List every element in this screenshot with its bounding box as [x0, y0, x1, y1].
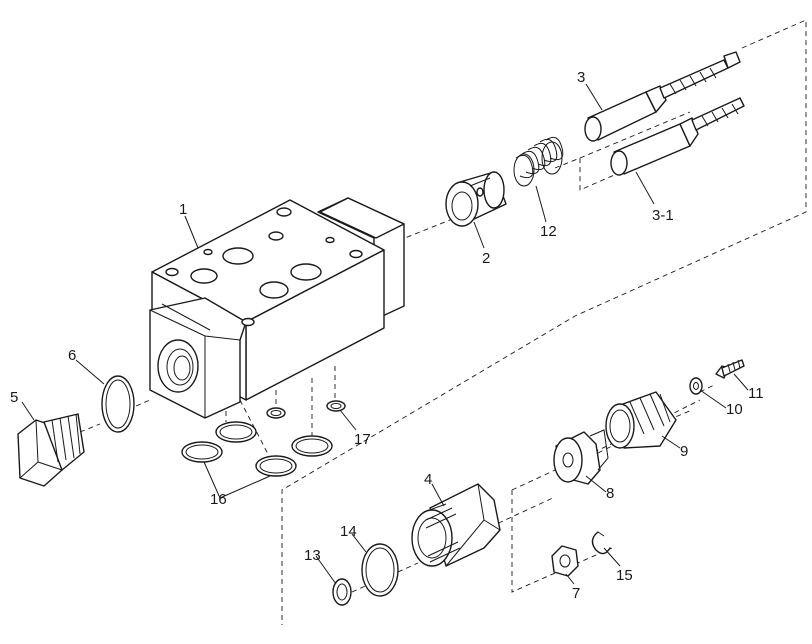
seal-ring-part-6 [101, 375, 135, 433]
callout-2: 2 [482, 250, 490, 267]
housing-part-4 [411, 483, 501, 567]
valve-block-part-1 [149, 197, 405, 419]
assembly-guide-lines [79, 19, 807, 625]
callout-15: 15 [616, 567, 633, 584]
nut-part-7 [551, 545, 579, 577]
callout-13: 13 [304, 547, 321, 564]
washer-part-10 [689, 377, 703, 395]
callout-3-1: 3-1 [652, 207, 674, 224]
callout-3: 3 [577, 69, 585, 86]
leader-lines [21, 83, 749, 585]
callout-4: 4 [424, 471, 432, 488]
callout-9: 9 [680, 443, 688, 460]
callout-1: 1 [179, 201, 187, 218]
poppet-part-2 [445, 171, 507, 227]
seal-ring-part-14 [361, 543, 399, 597]
callout-17: 17 [354, 431, 371, 448]
callout-labels: 1 2 3 3-1 4 5 6 7 8 9 10 11 12 13 14 15 … [10, 69, 764, 602]
callout-8: 8 [606, 485, 614, 502]
retaining-clip-part-15 [591, 531, 611, 555]
adjust-pin-part-3-1 [610, 97, 745, 176]
washer-part-13 [332, 578, 352, 606]
o-rings-part-16 [181, 421, 333, 477]
callout-7: 7 [572, 585, 580, 602]
callout-5: 5 [10, 389, 18, 406]
knob-part-9 [605, 391, 677, 449]
callout-14: 14 [340, 523, 357, 540]
plug-part-5 [17, 413, 85, 487]
small-o-rings-part-17 [266, 400, 346, 419]
spring-part-12 [513, 136, 564, 187]
adjust-screw-part-8 [553, 429, 609, 485]
callout-16: 16 [210, 491, 227, 508]
adjust-pin-part-3 [584, 51, 741, 142]
callout-11: 11 [748, 385, 764, 402]
callout-6: 6 [68, 347, 76, 364]
callout-12: 12 [540, 223, 557, 240]
screw-part-11 [715, 359, 745, 379]
callout-10: 10 [726, 401, 743, 418]
